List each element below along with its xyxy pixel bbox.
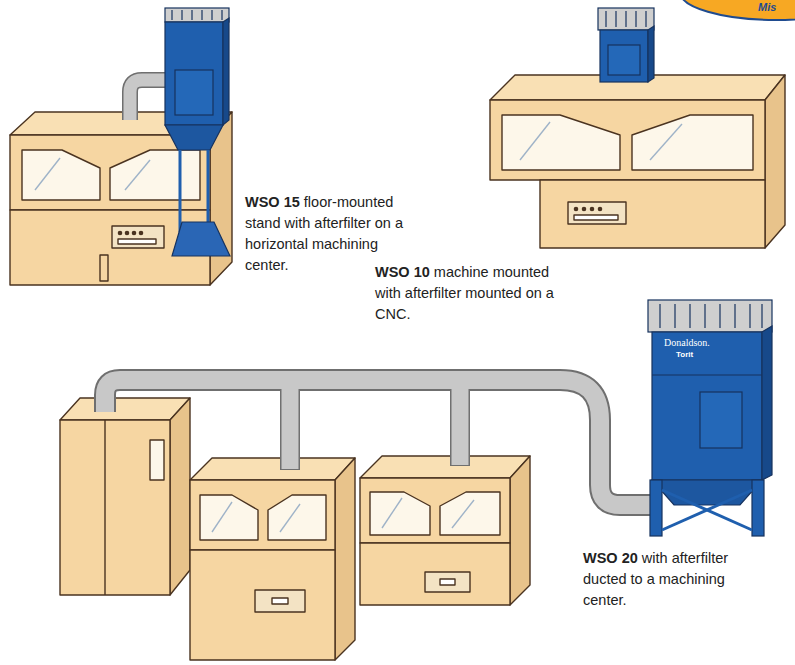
machine-e (360, 456, 530, 605)
caption: WSO 20with afterfilter ducted to a machi… (583, 548, 758, 611)
machine-a (10, 112, 232, 285)
duct (105, 380, 652, 505)
brand-logo: Torit (676, 350, 693, 359)
model-name: WSO 15 (245, 194, 300, 210)
unit-wso10 (598, 8, 654, 82)
unit-wso15 (165, 8, 230, 256)
machine-b (490, 75, 785, 248)
model-name: WSO 10 (375, 264, 430, 280)
machine-c (60, 398, 190, 595)
model-name: WSO 20 (583, 550, 638, 566)
badge-shape (680, 0, 795, 20)
machine-d (190, 458, 355, 660)
brand-logo: Donaldson. (664, 337, 710, 348)
caption: WSO 15floor-mounted stand with afterfilt… (245, 192, 417, 276)
caption: WSO 10machine mounted with afterfilter m… (375, 262, 565, 325)
pipe-wso15 (130, 80, 168, 120)
unit-wso20 (648, 300, 772, 536)
badge-text: Mis (758, 1, 776, 13)
